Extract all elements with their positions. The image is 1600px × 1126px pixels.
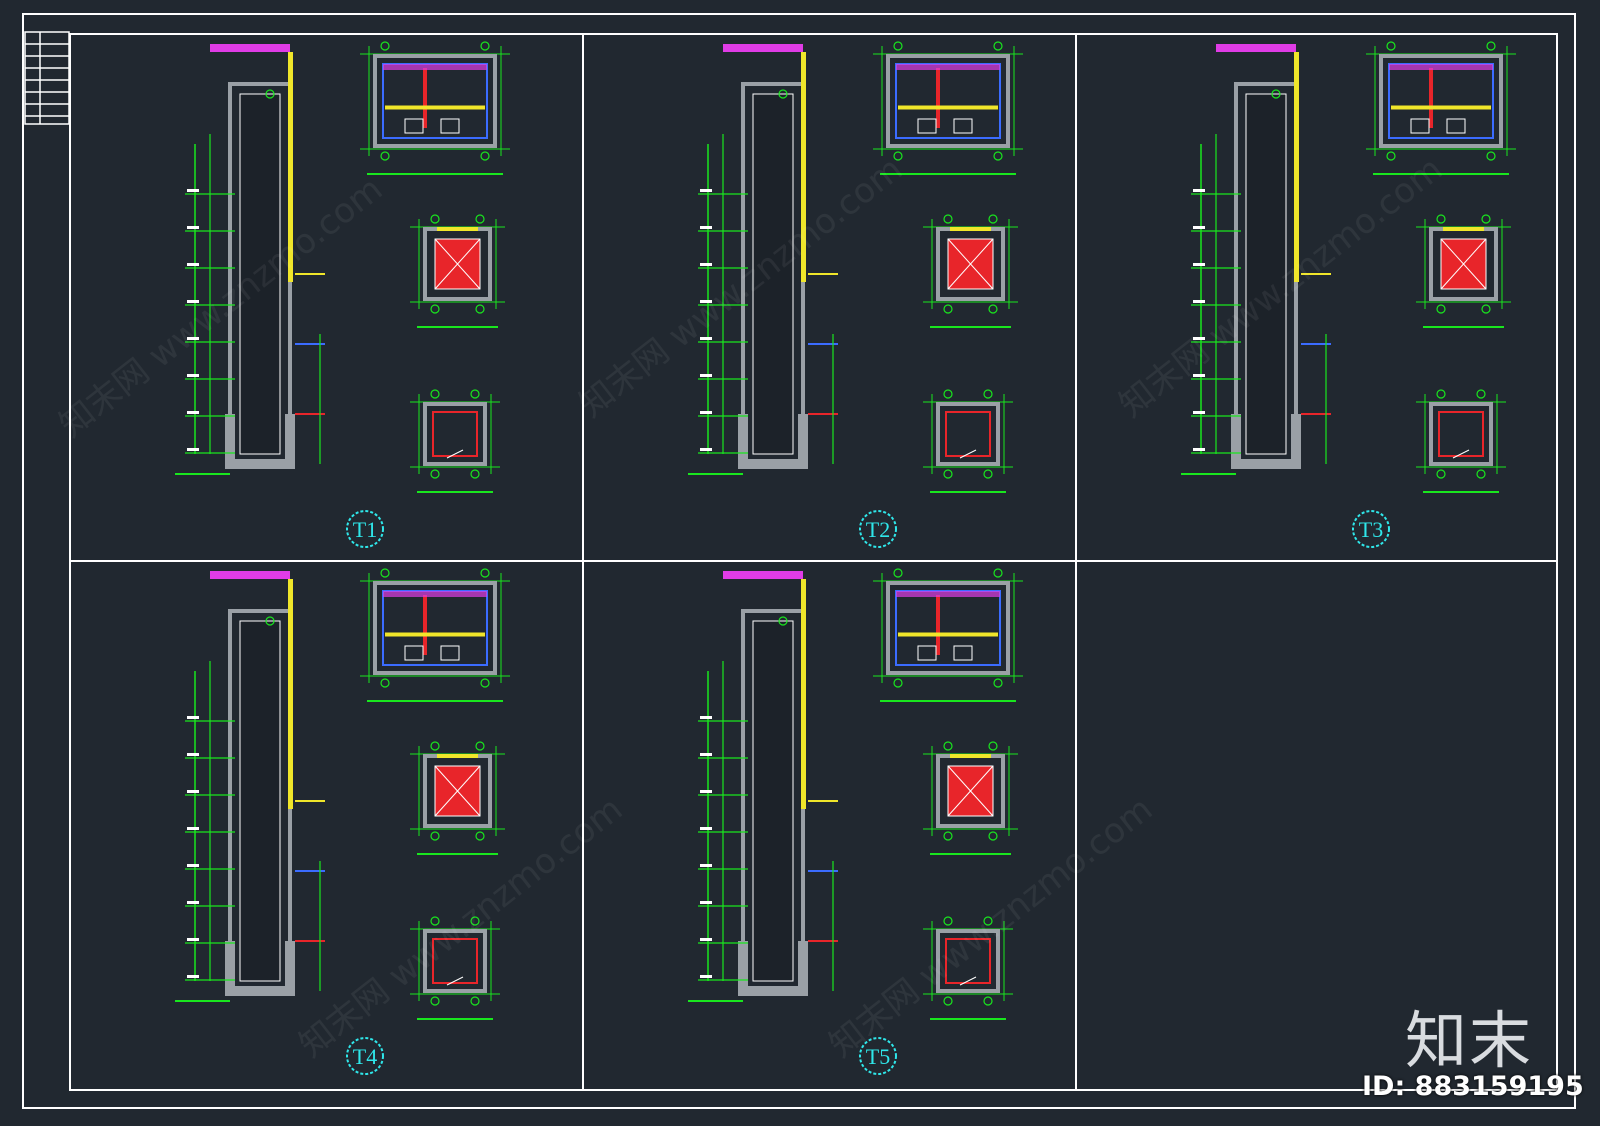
elevator-detail-panel: T1	[175, 41, 510, 548]
panel-label-bubble	[346, 510, 384, 548]
panel-label: T1	[353, 517, 377, 542]
panel-label-bubble	[1352, 510, 1390, 548]
panel-label: T3	[1359, 517, 1383, 542]
panel-label-bubble	[859, 1037, 897, 1075]
brand-logo: 知末	[1405, 1004, 1534, 1077]
elevator-detail-panel: T5	[688, 568, 1023, 1075]
panel-label-bubble	[346, 1037, 384, 1075]
elevator-detail-panel: T2	[688, 41, 1023, 548]
image-id-label: ID: 883159195	[1362, 1071, 1584, 1102]
panel-label: T5	[866, 1044, 890, 1069]
panel-label: T4	[353, 1044, 377, 1069]
elevator-detail-panel: T4	[175, 568, 510, 1075]
panel-label-bubble	[859, 510, 897, 548]
title-block	[24, 31, 70, 125]
panel-grid	[69, 33, 1558, 1091]
panel-label: T2	[866, 517, 890, 542]
elevator-detail-panel: T3	[1181, 41, 1516, 548]
outer-frame	[22, 13, 1576, 1109]
